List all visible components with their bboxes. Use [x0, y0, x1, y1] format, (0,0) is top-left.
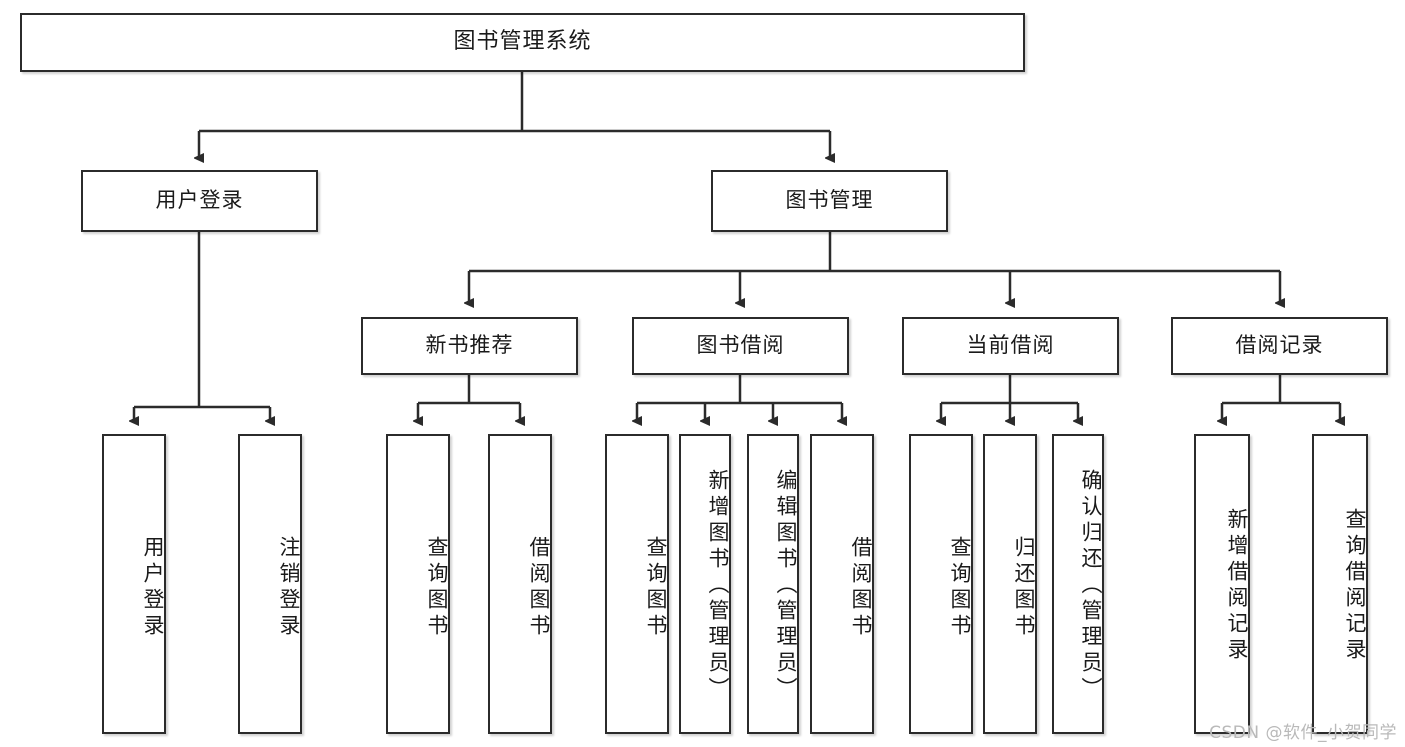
leaf-book-borrow-borrow-book[interactable]: 借阅图书 [810, 434, 874, 734]
node-label: 图书借阅 [696, 333, 785, 358]
node-label: 借阅记录 [1235, 333, 1324, 358]
node-label: 编辑图书（管理员） [774, 469, 798, 703]
node-label: 归还图书 [1012, 536, 1036, 640]
node-label: 用户登录 [141, 536, 165, 640]
leaf-user-login-login[interactable]: 用户登录 [102, 434, 166, 734]
node-label: 借阅图书 [849, 536, 873, 640]
leaf-current-borrow-return-book[interactable]: 归还图书 [983, 434, 1037, 734]
node-label: 新书推荐 [425, 333, 514, 358]
node-book-management[interactable]: 图书管理 [711, 170, 948, 232]
node-label: 图书管理系统 [453, 29, 592, 55]
node-new-book-recommend[interactable]: 新书推荐 [361, 317, 578, 375]
node-label: 查询借阅记录 [1343, 508, 1367, 664]
leaf-book-borrow-edit-book-admin[interactable]: 编辑图书（管理员） [747, 434, 799, 734]
leaf-current-borrow-query-book[interactable]: 查询图书 [909, 434, 973, 734]
node-label: 借阅图书 [527, 536, 551, 640]
leaf-borrow-records-add-record[interactable]: 新增借阅记录 [1194, 434, 1250, 734]
leaf-book-borrow-add-book-admin[interactable]: 新增图书（管理员） [679, 434, 731, 734]
node-label: 当前借阅 [966, 333, 1055, 358]
node-label: 确认归还（管理员） [1079, 469, 1103, 703]
node-borrow-records[interactable]: 借阅记录 [1171, 317, 1388, 375]
leaf-new-book-borrow-book[interactable]: 借阅图书 [488, 434, 552, 734]
leaf-book-borrow-query-book[interactable]: 查询图书 [605, 434, 669, 734]
csdn-watermark: CSDN @软件_小贺同学 [1209, 723, 1397, 743]
node-label: 图书管理 [785, 188, 874, 213]
node-label: 查询图书 [425, 536, 449, 640]
node-label: 查询图书 [948, 536, 972, 640]
node-label: 注销登录 [277, 536, 301, 640]
node-user-login[interactable]: 用户登录 [81, 170, 318, 232]
node-current-borrow[interactable]: 当前借阅 [902, 317, 1119, 375]
node-label: 用户登录 [155, 188, 244, 213]
leaf-user-login-logout[interactable]: 注销登录 [238, 434, 302, 734]
node-label: 新增图书（管理员） [706, 469, 730, 703]
node-book-borrow[interactable]: 图书借阅 [632, 317, 849, 375]
node-label: 新增借阅记录 [1225, 508, 1249, 664]
leaf-borrow-records-query-record[interactable]: 查询借阅记录 [1312, 434, 1368, 734]
node-label: 查询图书 [644, 536, 668, 640]
leaf-current-borrow-confirm-return-admin[interactable]: 确认归还（管理员） [1052, 434, 1104, 734]
node-root-book-management-system[interactable]: 图书管理系统 [20, 13, 1025, 72]
leaf-new-book-query-book[interactable]: 查询图书 [386, 434, 450, 734]
